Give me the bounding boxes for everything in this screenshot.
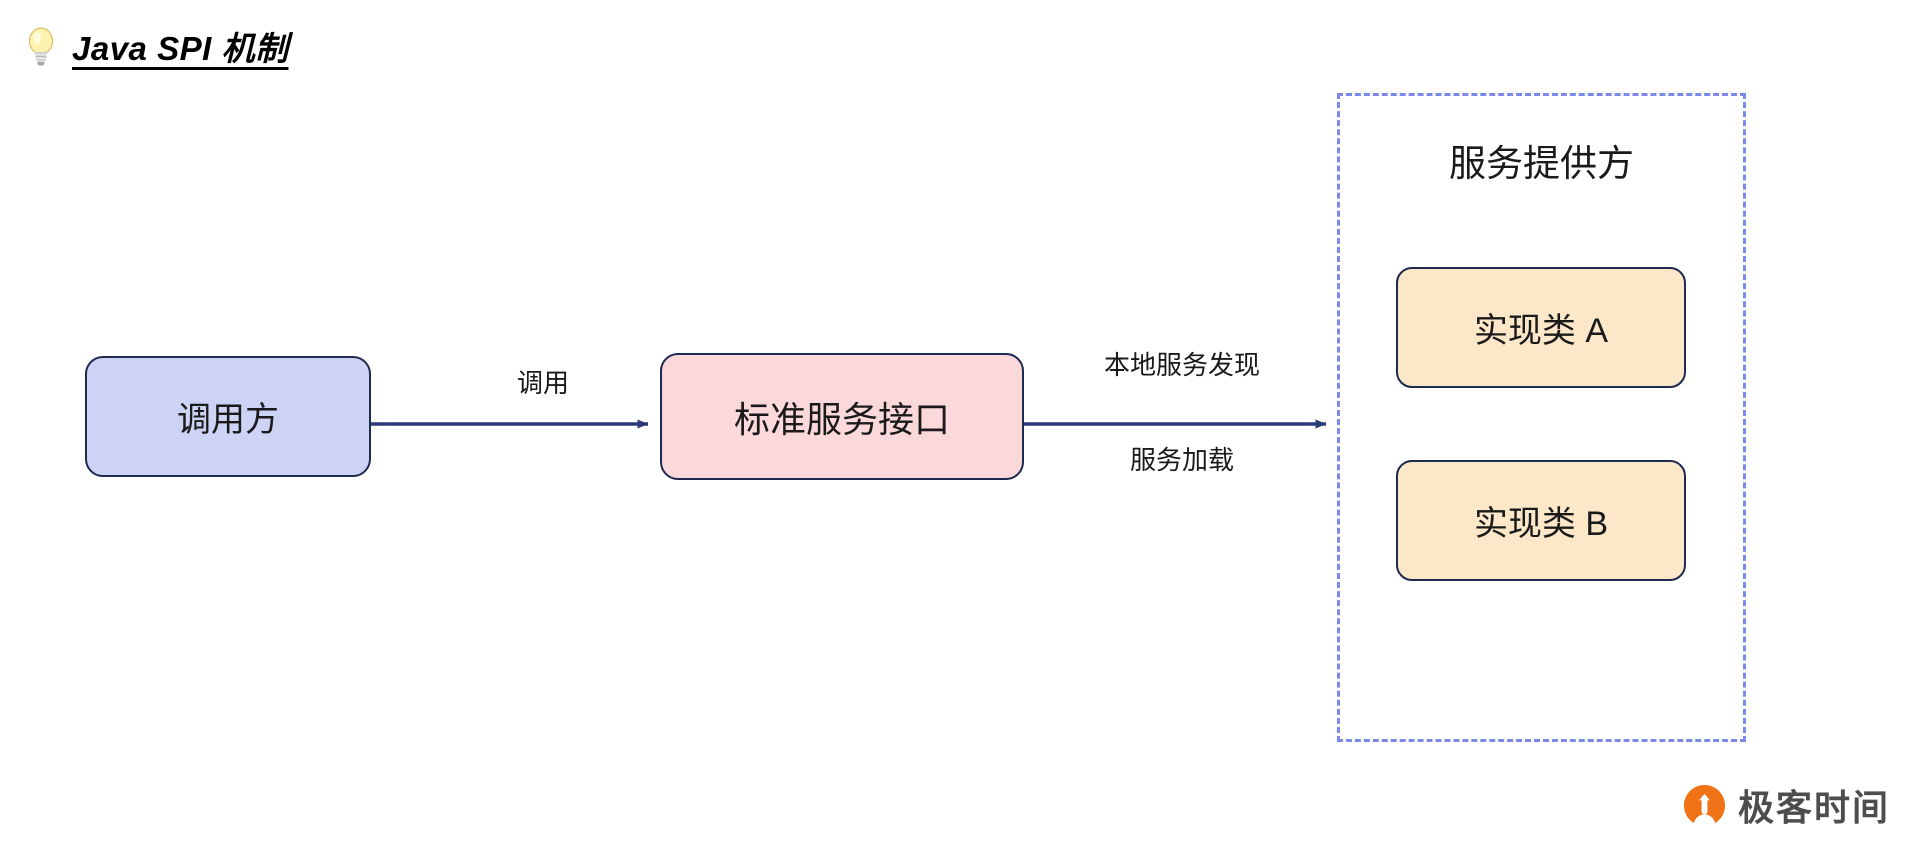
page-title-text: Java SPI 机制 <box>72 30 289 67</box>
node-caller[interactable]: 调用方 <box>85 356 371 477</box>
lightbulb-icon <box>28 27 54 66</box>
watermark-text: 极客时间 <box>1737 787 1890 828</box>
node-standard-service-interface[interactable]: 标准服务接口 <box>660 353 1024 480</box>
container-service-provider: 服务提供方 <box>1337 93 1746 742</box>
watermark: 极客时间 <box>1681 779 1890 831</box>
geektime-logo-icon <box>1683 784 1726 823</box>
node-impl-class-b[interactable]: 实现类 B <box>1396 460 1686 581</box>
edge-label-call: 调用 <box>516 368 569 398</box>
node-impl-class-a-label: 实现类 A <box>1473 312 1609 350</box>
node-caller-label: 调用方 <box>177 401 279 439</box>
node-interface-label: 标准服务接口 <box>733 398 950 440</box>
container-service-provider-title: 服务提供方 <box>1449 143 1634 184</box>
edge-label-service-loading: 服务加载 <box>1129 445 1234 475</box>
node-impl-class-a[interactable]: 实现类 A <box>1396 267 1686 388</box>
page-title: Java SPI 机制 <box>24 22 288 70</box>
edge-label-local-service-discovery: 本地服务发现 <box>1103 350 1260 380</box>
node-impl-class-b-label: 实现类 B <box>1473 505 1609 543</box>
